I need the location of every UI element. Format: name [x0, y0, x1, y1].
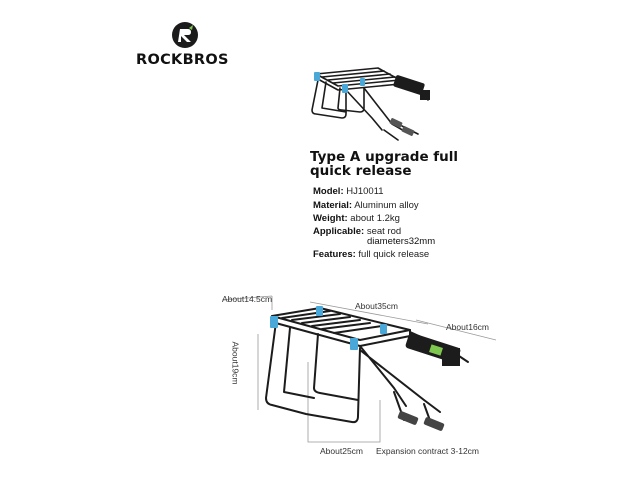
spec-material: Material: Aluminum alloy — [313, 201, 419, 211]
dim-depth-label: About14.5cm — [222, 294, 273, 304]
dim-height-label: About19cm — [230, 341, 241, 385]
spec-features-value: full quick release — [355, 249, 430, 260]
product-title-line1: Type A upgrade full — [310, 149, 459, 165]
dim-base-label: About25cm — [320, 446, 363, 456]
spec-model: Model: HJ10011 — [313, 187, 384, 197]
product-title-line2: quick release — [310, 163, 412, 179]
spec-applicable-value: seat rod — [364, 226, 402, 237]
product-title: Type A upgrade full quick release — [310, 150, 458, 178]
spec-applicable: Applicable: seat rod — [313, 227, 401, 237]
spec-features-key: Features: — [313, 249, 356, 260]
spec-applicable-key: Applicable: — [313, 226, 365, 237]
brand-name: ROCKBROS — [136, 52, 229, 68]
rockbros-logo: ROCKBROS — [136, 22, 236, 68]
spec-material-value: Aluminum alloy — [352, 200, 419, 211]
spec-features: Features: full quick release — [313, 250, 429, 260]
dim-length-label: About35cm — [355, 301, 398, 311]
rockbros-logo-icon — [172, 22, 198, 48]
spec-model-key: Model: — [313, 186, 344, 197]
dim-width-label: About16cm — [446, 322, 489, 332]
spec-weight: Weight: about 1.2kg — [313, 214, 400, 224]
spec-weight-value: about 1.2kg — [347, 213, 400, 224]
spec-applicable-value-line2: diameters32mm — [367, 236, 436, 247]
rear-rack-image — [311, 67, 430, 141]
rack-dimension-image — [221, 295, 497, 443]
spec-material-key: Material: — [313, 200, 353, 211]
spec-model-value: HJ10011 — [343, 186, 384, 197]
dim-expansion-label: Expansion contract 3-12cm — [376, 446, 479, 456]
spec-weight-key: Weight: — [313, 213, 348, 224]
